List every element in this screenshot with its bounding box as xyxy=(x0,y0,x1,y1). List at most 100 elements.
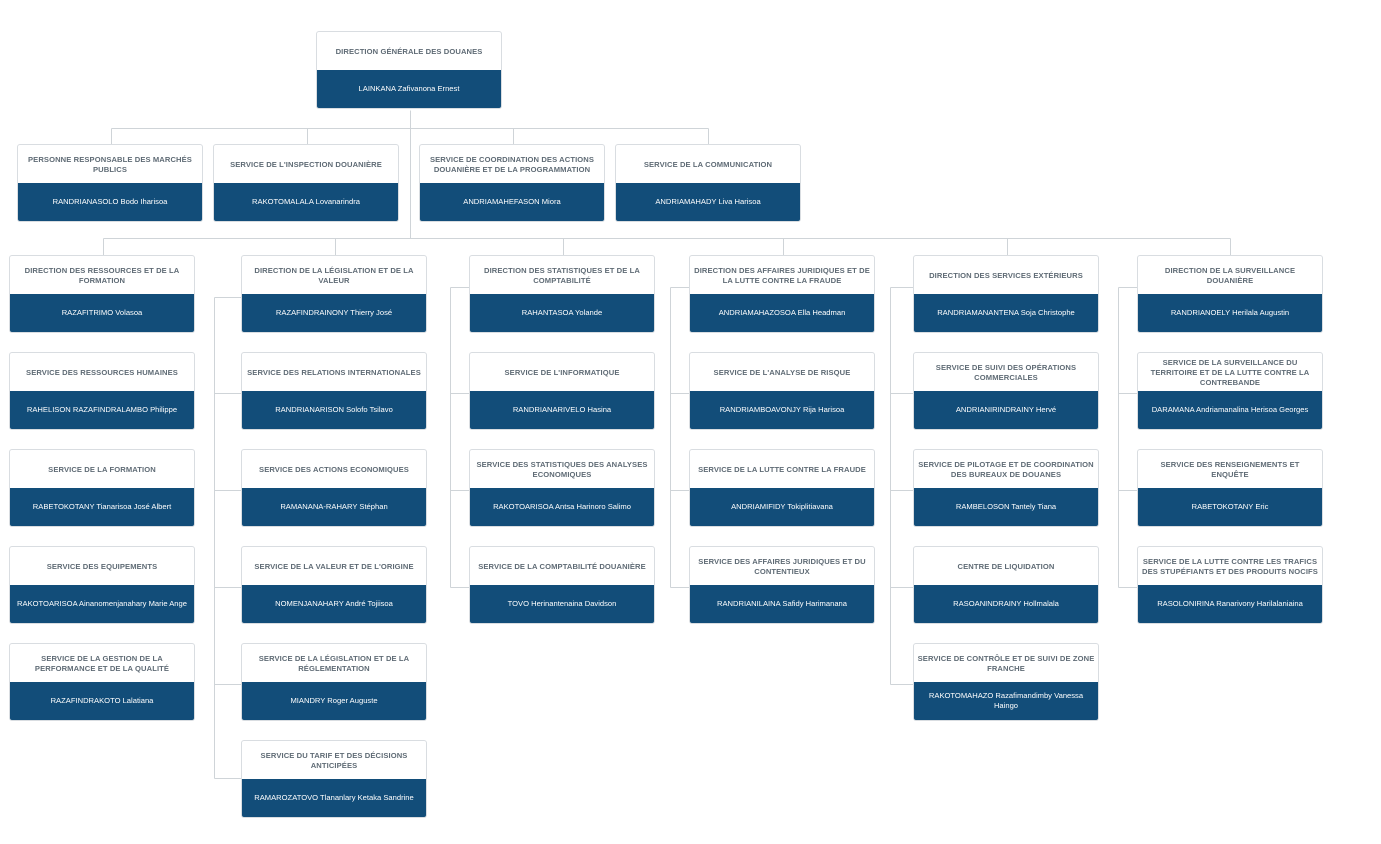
org-card-direction[interactable]: DIRECTION DE LA SURVEILLANCE DOUANIÈRE R… xyxy=(1137,255,1323,333)
card-title: PERSONNE RESPONSABLE DES MARCHÉS PUBLICS xyxy=(28,155,192,174)
card-title: SERVICE DE L'INFORMATIQUE xyxy=(504,368,620,378)
org-card-service[interactable]: SERVICE DE CONTRÔLE ET DE SUIVI DE ZONE … xyxy=(913,643,1099,721)
card-name: TOVO Herinantenaina Davidson xyxy=(470,585,654,623)
card-name: RAZAFINDRAINONY Thierry José xyxy=(242,294,426,332)
card-name: RANDRIAMBOAVONJY Rija Harisoa xyxy=(690,391,874,429)
card-title: SERVICE DE L'ANALYSE DE RISQUE xyxy=(713,368,851,378)
card-name: RAZAFITRIMO Volasoa xyxy=(10,294,194,332)
card-name: LAINKANA Zafivanona Ernest xyxy=(317,70,501,108)
card-name: RANDRIANARISON Solofo Tsilavo xyxy=(242,391,426,429)
org-card-service[interactable]: SERVICE DU TARIF ET DES DÉCISIONS ANTICI… xyxy=(241,740,427,818)
org-card-service[interactable]: SERVICE DE PILOTAGE ET DE COORDINATION D… xyxy=(913,449,1099,527)
card-title: SERVICE DES ACTIONS ECONOMIQUES xyxy=(259,465,409,475)
card-title: SERVICE DE CONTRÔLE ET DE SUIVI DE ZONE … xyxy=(917,654,1095,673)
card-name: MIANDRY Roger Auguste xyxy=(242,682,426,720)
card-name: RAKOTOMALALA Lovanarindra xyxy=(214,183,398,221)
card-name: RAZAFINDRAKOTO Lalatiana xyxy=(10,682,194,720)
org-card-service[interactable]: SERVICE DE LA SURVEILLANCE DU TERRITOIRE… xyxy=(1137,352,1323,430)
card-title: SERVICE DE COORDINATION DES ACTIONS DOUA… xyxy=(429,155,595,174)
card-name: RANDRIANASOLO Bodo Iharisoa xyxy=(18,183,202,221)
org-card-service[interactable]: SERVICE DE SUIVI DES OPÉRATIONS COMMERCI… xyxy=(913,352,1099,430)
card-title: SERVICE DE LA SURVEILLANCE DU TERRITOIRE… xyxy=(1150,358,1310,387)
card-title: SERVICE DES RESSOURCES HUMAINES xyxy=(26,368,178,378)
card-title: DIRECTION DES STATISTIQUES ET DE LA COMP… xyxy=(484,266,640,285)
card-name: RAHANTASOA Yolande xyxy=(470,294,654,332)
card-name: ANDRIAMAHEFASON Miora xyxy=(420,183,604,221)
card-title: SERVICE DU TARIF ET DES DÉCISIONS ANTICI… xyxy=(260,751,408,770)
card-title: SERVICE DE LA VALEUR ET DE L'ORIGINE xyxy=(254,562,414,572)
org-card-service[interactable]: PERSONNE RESPONSABLE DES MARCHÉS PUBLICS… xyxy=(17,144,203,222)
org-card-service[interactable]: SERVICE DE LA VALEUR ET DE L'ORIGINE NOM… xyxy=(241,546,427,624)
card-name: RABETOKOTANY Eric xyxy=(1138,488,1322,526)
org-card-service[interactable]: SERVICE DES STATISTIQUES DES ANALYSES EC… xyxy=(469,449,655,527)
card-name: ANDRIAMAHAZOSOA Ella Headman xyxy=(690,294,874,332)
org-card-direction[interactable]: DIRECTION DES STATISTIQUES ET DE LA COMP… xyxy=(469,255,655,333)
org-card-service[interactable]: SERVICE DES RELATIONS INTERNATIONALES RA… xyxy=(241,352,427,430)
card-name: RANDRIANARIVELO Hasina xyxy=(470,391,654,429)
org-card-service[interactable]: SERVICE DES RESSOURCES HUMAINES RAHELISO… xyxy=(9,352,195,430)
org-card-service[interactable]: SERVICE DES EQUIPEMENTS RAKOTOARISOA Ain… xyxy=(9,546,195,624)
card-name: ANDRIANIRINDRAINY Hervé xyxy=(914,391,1098,429)
card-title: DIRECTION DES RESSOURCES ET DE LA FORMAT… xyxy=(24,266,180,285)
card-title: DIRECTION DE LA SURVEILLANCE DOUANIÈRE xyxy=(1164,266,1296,285)
card-name: RAMAROZATOVO Tlananlary Ketaka Sandrine xyxy=(242,779,426,817)
org-card-service[interactable]: SERVICE DE LA COMPTABILITÉ DOUANIÈRE TOV… xyxy=(469,546,655,624)
card-name: RANDRIANILAINA Safidy Harimanana xyxy=(690,585,874,623)
card-name: RASOANINDRAINY Hollmalala xyxy=(914,585,1098,623)
card-name: DARAMANA Andriamanalina Herisoa Georges xyxy=(1138,391,1322,429)
card-title: SERVICE DE PILOTAGE ET DE COORDINATION D… xyxy=(918,460,1094,479)
org-card-direction[interactable]: DIRECTION DE LA LÉGISLATION ET DE LA VAL… xyxy=(241,255,427,333)
org-card-service[interactable]: SERVICE DE LA COMMUNICATION ANDRIAMAHADY… xyxy=(615,144,801,222)
card-name: RASOLONIRINA Ranarivony Harilalaniaina xyxy=(1138,585,1322,623)
card-name: RANDRIAMANANTENA Soja Christophe xyxy=(914,294,1098,332)
org-card-direction[interactable]: DIRECTION DES SERVICES EXTÉRIEURS RANDRI… xyxy=(913,255,1099,333)
card-name: RAKOTOARISOA Ainanomenjanahary Marie Ang… xyxy=(10,585,194,623)
card-name: RAMBELOSON Tantely Tiana xyxy=(914,488,1098,526)
org-card-service[interactable]: SERVICE DE LA GESTION DE LA PERFORMANCE … xyxy=(9,643,195,721)
card-title: SERVICE DES AFFAIRES JURIDIQUES ET DU CO… xyxy=(698,557,866,576)
org-card-service[interactable]: SERVICE DES ACTIONS ECONOMIQUES RAMANANA… xyxy=(241,449,427,527)
card-title: SERVICE DE LA LUTTE CONTRE LES TRAFICS D… xyxy=(1142,557,1318,576)
card-name: RANDRIANOELY Herilala Augustin xyxy=(1138,294,1322,332)
org-card-root[interactable]: DIRECTION GÉNÉRALE DES DOUANES LAINKANA … xyxy=(316,31,502,109)
card-title: SERVICE DE SUIVI DES OPÉRATIONS COMMERCI… xyxy=(935,363,1077,382)
card-name: RAHELISON RAZAFINDRALAMBO Philippe xyxy=(10,391,194,429)
card-title: SERVICE DE L'INSPECTION DOUANIÈRE xyxy=(230,160,382,170)
card-name: RAMANANA-RAHARY Stéphan xyxy=(242,488,426,526)
org-card-service[interactable]: CENTRE DE LIQUIDATION RASOANINDRAINY Hol… xyxy=(913,546,1099,624)
card-title: SERVICE DE LA COMPTABILITÉ DOUANIÈRE xyxy=(478,562,646,572)
card-title: DIRECTION DES AFFAIRES JURIDIQUES ET DE … xyxy=(694,266,870,285)
card-title: SERVICE DES EQUIPEMENTS xyxy=(46,562,158,572)
card-name: ANDRIAMIFIDY Tokiplitiavana xyxy=(690,488,874,526)
org-card-service[interactable]: SERVICE DE COORDINATION DES ACTIONS DOUA… xyxy=(419,144,605,222)
card-name: RAKOTOARISOA Antsa Harinoro Salimo xyxy=(470,488,654,526)
org-card-service[interactable]: SERVICE DES RENSEIGNEMENTS ET ENQUÊTE RA… xyxy=(1137,449,1323,527)
card-name: RAKOTOMAHAZO Razafimandimby Vanessa Hain… xyxy=(914,682,1098,720)
card-title: DIRECTION DE LA LÉGISLATION ET DE LA VAL… xyxy=(254,266,414,285)
card-title: DIRECTION GÉNÉRALE DES DOUANES xyxy=(335,47,483,57)
org-card-service[interactable]: SERVICE DE LA LUTTE CONTRE LA FRAUDE AND… xyxy=(689,449,875,527)
org-card-service[interactable]: SERVICE DE LA LUTTE CONTRE LES TRAFICS D… xyxy=(1137,546,1323,624)
card-title: SERVICE DES RENSEIGNEMENTS ET ENQUÊTE xyxy=(1160,460,1300,479)
org-card-service[interactable]: SERVICE DES AFFAIRES JURIDIQUES ET DU CO… xyxy=(689,546,875,624)
card-title: SERVICE DE LA LUTTE CONTRE LA FRAUDE xyxy=(698,465,866,475)
card-name: ANDRIAMAHADY Liva Harisoa xyxy=(616,183,800,221)
org-card-service[interactable]: SERVICE DE LA LÉGISLATION ET DE LA RÉGLE… xyxy=(241,643,427,721)
card-name: NOMENJANAHARY André Tojiisoa xyxy=(242,585,426,623)
org-card-direction[interactable]: DIRECTION DES AFFAIRES JURIDIQUES ET DE … xyxy=(689,255,875,333)
org-card-service[interactable]: SERVICE DE LA FORMATION RABETOKOTANY Tia… xyxy=(9,449,195,527)
card-title: SERVICE DE LA GESTION DE LA PERFORMANCE … xyxy=(34,654,170,673)
org-card-service[interactable]: SERVICE DE L'INFORMATIQUE RANDRIANARIVEL… xyxy=(469,352,655,430)
card-title: DIRECTION DES SERVICES EXTÉRIEURS xyxy=(929,271,1083,281)
card-title: SERVICE DE LA FORMATION xyxy=(48,465,156,475)
org-card-service[interactable]: SERVICE DE L'INSPECTION DOUANIÈRE RAKOTO… xyxy=(213,144,399,222)
card-title: SERVICE DES STATISTIQUES DES ANALYSES EC… xyxy=(476,460,648,479)
card-title: SERVICE DES RELATIONS INTERNATIONALES xyxy=(247,368,421,378)
card-name: RABETOKOTANY Tianarisoa José Albert xyxy=(10,488,194,526)
card-title: CENTRE DE LIQUIDATION xyxy=(957,562,1055,572)
card-title: SERVICE DE LA LÉGISLATION ET DE LA RÉGLE… xyxy=(258,654,410,673)
org-card-service[interactable]: SERVICE DE L'ANALYSE DE RISQUE RANDRIAMB… xyxy=(689,352,875,430)
org-card-direction[interactable]: DIRECTION DES RESSOURCES ET DE LA FORMAT… xyxy=(9,255,195,333)
card-title: SERVICE DE LA COMMUNICATION xyxy=(643,160,773,170)
